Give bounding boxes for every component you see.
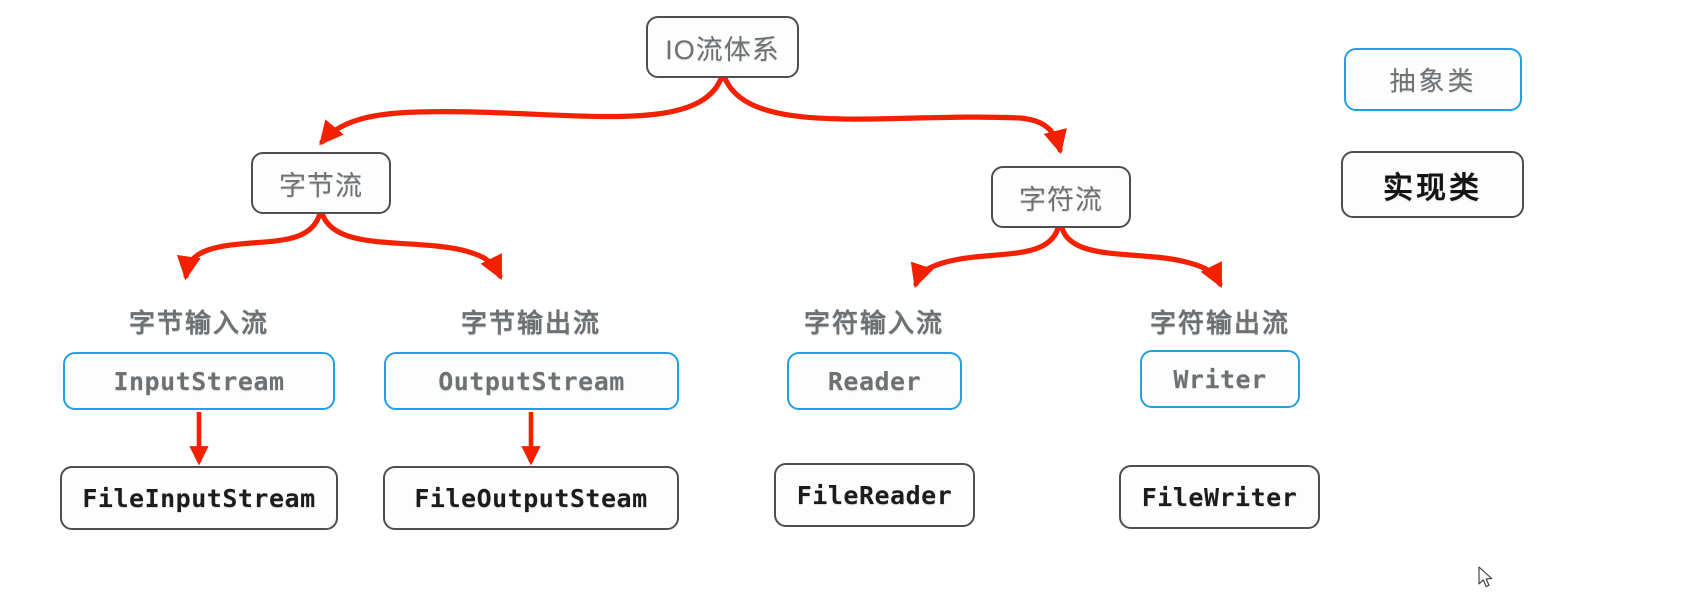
legend-abstract-class-label: 抽象类 xyxy=(1389,66,1477,96)
node-inputstream-label: InputStream xyxy=(113,366,285,396)
caption-byte-output-stream: 字节输出流 xyxy=(391,303,671,340)
node-reader[interactable]: Reader xyxy=(787,352,962,410)
node-fileoutputsteam-label: FileOutputSteam xyxy=(414,483,648,513)
caption-byte-output-stream-label: 字节输出流 xyxy=(460,308,601,338)
caption-char-input-stream: 字符输入流 xyxy=(734,303,1014,340)
node-inputstream[interactable]: InputStream xyxy=(63,352,335,410)
node-reader-label: Reader xyxy=(827,366,922,396)
caption-byte-input-stream-label: 字节输入流 xyxy=(128,308,269,338)
legend-implementation-class-label: 实现类 xyxy=(1383,171,1482,205)
edge-root-to-byte-stream xyxy=(319,73,725,146)
node-filereader[interactable]: FileReader xyxy=(774,463,975,527)
node-filewriter[interactable]: FileWriter xyxy=(1119,465,1320,529)
node-fileoutputsteam[interactable]: FileOutputSteam xyxy=(383,466,679,530)
legend-abstract-class[interactable]: 抽象类 xyxy=(1344,48,1522,111)
caption-byte-input-stream: 字节输入流 xyxy=(59,303,339,340)
node-byte-stream-label: 字节流 xyxy=(279,170,363,201)
mouse-cursor-icon xyxy=(1478,566,1493,588)
node-outputstream-label: OutputStream xyxy=(438,366,625,396)
edge-char-to-char-output xyxy=(1059,225,1223,288)
node-char-stream[interactable]: 字符流 xyxy=(991,166,1131,228)
node-outputstream[interactable]: OutputStream xyxy=(384,352,679,410)
node-fileinputstream[interactable]: FileInputStream xyxy=(60,466,338,530)
caption-char-input-stream-label: 字符输入流 xyxy=(803,308,944,338)
edge-root-to-char-stream xyxy=(721,73,1067,155)
node-char-stream-label: 字符流 xyxy=(1019,184,1103,215)
node-filewriter-label: FileWriter xyxy=(1141,482,1298,512)
node-root[interactable]: IO流体系 xyxy=(646,16,799,78)
node-writer[interactable]: Writer xyxy=(1140,350,1300,408)
node-filereader-label: FileReader xyxy=(796,480,953,510)
caption-char-output-stream: 字符输出流 xyxy=(1080,303,1360,340)
node-writer-label: Writer xyxy=(1173,364,1267,394)
node-fileinputstream-label: FileInputStream xyxy=(82,483,316,513)
edge-byte-to-byte-output xyxy=(319,210,503,280)
edge-char-to-char-input xyxy=(910,225,1061,289)
caption-char-output-stream-label: 字符输出流 xyxy=(1149,308,1290,338)
edge-byte-to-byte-input xyxy=(176,210,323,281)
legend-implementation-class[interactable]: 实现类 xyxy=(1341,151,1524,218)
node-root-label: IO流体系 xyxy=(665,34,780,65)
node-byte-stream[interactable]: 字节流 xyxy=(251,152,391,214)
